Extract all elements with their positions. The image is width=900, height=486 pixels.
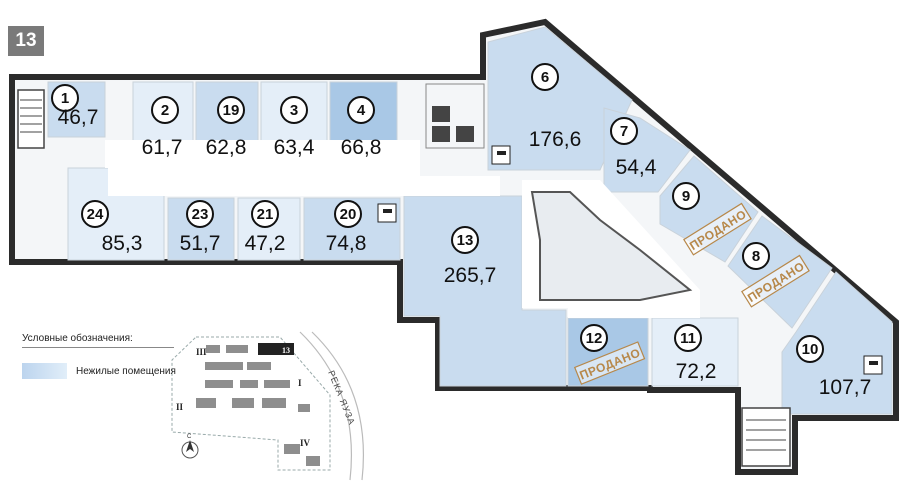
unit-number[interactable]: 10: [802, 341, 819, 358]
elevator-icon: [456, 126, 474, 142]
unit-area: 47,2: [245, 232, 286, 255]
site-minimap: РЕКА ЯУЗА 13 III I II IV С: [171, 331, 365, 481]
unit-number-badge[interactable]: [672, 182, 700, 210]
corridor: [105, 140, 500, 196]
unit-area: 265,7: [444, 264, 497, 287]
minimap-block-label: I: [298, 378, 302, 388]
unit-number-badge[interactable]: [610, 117, 638, 145]
unit-number[interactable]: 7: [620, 123, 628, 140]
minimap-building: [206, 345, 220, 353]
unit-number-badge[interactable]: [217, 96, 245, 124]
minimap-building: [262, 398, 286, 408]
minimap-building: [284, 444, 300, 454]
unit-number-badge[interactable]: [451, 226, 479, 254]
elevator-icon: [432, 106, 450, 122]
minimap-building: [232, 398, 254, 408]
unit-area: 72,2: [676, 360, 717, 383]
unit-number-badge[interactable]: [531, 63, 559, 91]
minimap-building: [205, 380, 233, 388]
unit-number[interactable]: 1: [61, 90, 69, 107]
unit-number[interactable]: 13: [457, 232, 474, 249]
river-yauza: [311, 331, 365, 481]
minimap-building: [264, 380, 290, 388]
unit-number[interactable]: 2: [161, 102, 169, 119]
elevator-icon: [432, 126, 450, 142]
unit-number-badge[interactable]: [51, 84, 79, 112]
minimap-building: [298, 404, 310, 412]
unit-number-badge[interactable]: [334, 200, 362, 228]
unit-area: 74,8: [326, 232, 367, 255]
unit-area: 85,3: [102, 232, 143, 255]
minimap-building: [240, 380, 258, 388]
unit-number-badge[interactable]: [796, 335, 824, 363]
unit-area: 176,6: [529, 128, 582, 151]
unit-number-badge[interactable]: [251, 200, 279, 228]
unit-number[interactable]: 24: [87, 206, 104, 223]
minimap-building: [247, 362, 271, 370]
unit-number[interactable]: 19: [223, 102, 240, 119]
unit-number[interactable]: 11: [680, 330, 696, 347]
unit-number-badge[interactable]: [347, 96, 375, 124]
minimap-block-label: III: [196, 347, 207, 357]
unit-number-badge[interactable]: [580, 324, 608, 352]
unit-area: 62,8: [206, 136, 247, 159]
unit-area: 51,7: [180, 232, 221, 255]
minimap-building: [226, 345, 248, 353]
unit-area: 61,7: [142, 136, 183, 159]
plumbing-icon: [863, 355, 883, 375]
unit-number[interactable]: 6: [541, 69, 549, 86]
unit-area: 66,8: [341, 136, 382, 159]
unit-area: 63,4: [274, 136, 315, 159]
minimap-building: [196, 398, 216, 408]
unit-number-badge[interactable]: [280, 96, 308, 124]
unit-number[interactable]: 23: [192, 206, 209, 223]
legend-divider: [22, 347, 174, 348]
minimap-building: [205, 362, 243, 370]
unit-number-badge[interactable]: [81, 200, 109, 228]
minimap-block-label: II: [176, 402, 184, 412]
floor-number-badge: 13: [8, 26, 44, 56]
legend-label-non-residential: Нежилые помещения: [76, 366, 176, 377]
staircase-left: [17, 89, 45, 149]
compass-needle: [186, 440, 194, 452]
unit-number[interactable]: 4: [357, 102, 366, 119]
unit-number[interactable]: 3: [290, 102, 298, 119]
unit-number[interactable]: 20: [340, 206, 357, 223]
unit-area: 107,7: [819, 376, 872, 399]
staircase-bottom: [741, 407, 791, 467]
legend-title: Условные обозначения:: [22, 333, 133, 344]
minimap-site-boundary: [171, 336, 331, 471]
legend-swatch-non-residential: [22, 363, 67, 379]
compass-label: С: [187, 434, 192, 440]
unit-number-badge[interactable]: [186, 200, 214, 228]
unit-number[interactable]: 21: [257, 206, 274, 223]
unit-number-badge[interactable]: [742, 242, 770, 270]
unit-number[interactable]: 9: [682, 188, 690, 205]
unit-number[interactable]: 12: [586, 330, 603, 347]
minimap-building: [306, 456, 320, 466]
unit-number[interactable]: 8: [752, 248, 760, 265]
minimap-current-building-label: 13: [282, 346, 290, 355]
minimap-block-label: IV: [300, 438, 311, 448]
river-label: РЕКА ЯУЗА: [326, 369, 357, 427]
stair-core: [530, 191, 693, 301]
unit-number-badge[interactable]: [151, 96, 179, 124]
unit-area: 46,7: [58, 106, 99, 129]
river-yauza: [299, 331, 353, 481]
plumbing-icon: [377, 203, 397, 223]
unit-number-badge[interactable]: [674, 324, 702, 352]
plumbing-icon: [491, 145, 511, 165]
unit-area: 54,4: [616, 156, 657, 179]
minimap-current-building: [258, 343, 294, 355]
